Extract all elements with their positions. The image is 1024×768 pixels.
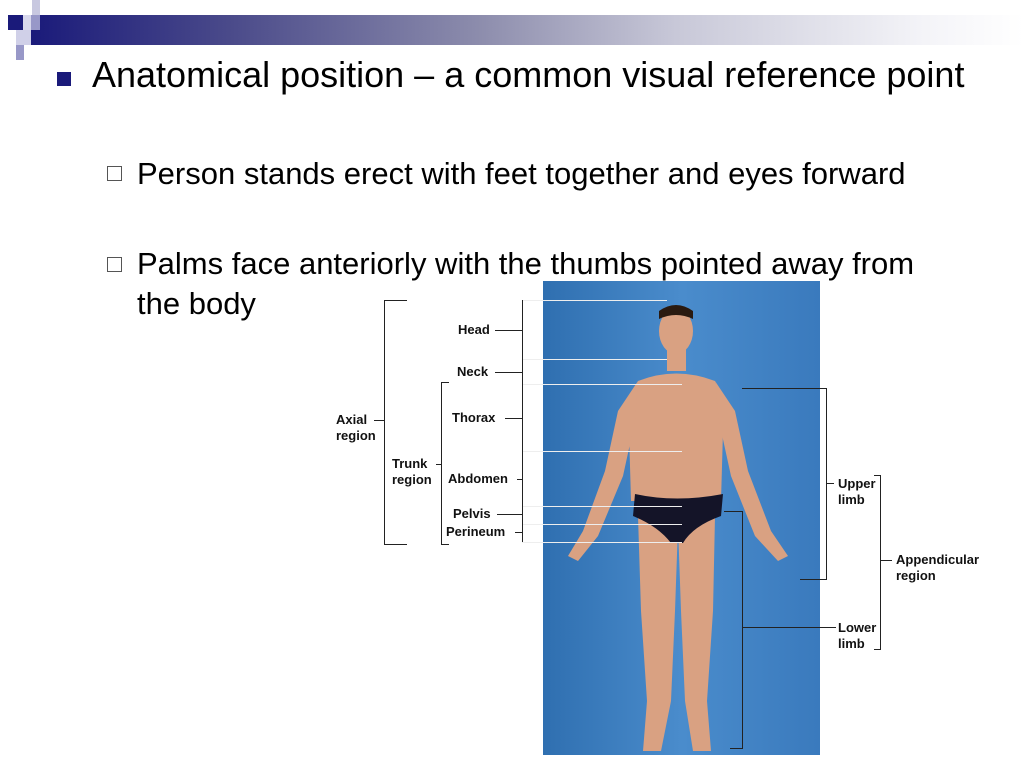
bracket-tick	[874, 475, 881, 476]
label-line: region	[896, 568, 936, 583]
label-pelvis: Pelvis	[453, 506, 491, 521]
leader-line	[515, 532, 522, 533]
decor-square	[8, 15, 23, 30]
sub-bullet-1: Person stands erect with feet together a…	[137, 156, 906, 191]
label-head: Head	[458, 322, 490, 337]
leader-line	[495, 372, 522, 373]
bracket-tick	[826, 483, 834, 484]
bracket-tick	[384, 544, 407, 545]
trunk-bracket	[441, 382, 442, 544]
bracket-tick	[441, 382, 449, 383]
bracket-tick	[730, 748, 743, 749]
leader-line	[505, 418, 522, 419]
label-line: Lower	[838, 620, 877, 635]
label-line: Axial	[336, 412, 368, 427]
label-line: limb	[838, 636, 865, 651]
checkbox-bullet-icon	[107, 166, 122, 181]
decor-square	[16, 45, 24, 60]
leader-line	[522, 359, 667, 360]
decor-square	[32, 0, 40, 15]
bracket-line	[522, 300, 523, 542]
leader-line	[522, 542, 682, 543]
leader-line	[497, 514, 522, 515]
decor-square	[16, 30, 31, 45]
bracket-tick	[374, 420, 384, 421]
human-figure	[568, 305, 788, 751]
checkbox-bullet-icon	[107, 257, 122, 272]
bracket-tick	[742, 388, 826, 389]
label-line: region	[392, 472, 432, 487]
leader-line	[495, 330, 522, 331]
axial-bracket	[384, 300, 385, 544]
leader-line	[522, 384, 682, 385]
bracket-tick	[724, 511, 743, 512]
leader-line	[522, 524, 682, 525]
label-abdomen: Abdomen	[448, 471, 508, 486]
leader-line	[522, 506, 682, 507]
label-line: Appendicular	[896, 552, 980, 567]
label-line: limb	[838, 492, 865, 507]
label-thorax: Thorax	[452, 410, 496, 425]
bracket-tick	[384, 300, 407, 301]
bracket-tick	[436, 464, 441, 465]
label-line: region	[336, 428, 376, 443]
lower-limb-bracket	[742, 511, 743, 748]
label-perineum: Perineum	[446, 524, 506, 539]
leader-line	[522, 300, 667, 301]
bracket-tick	[800, 579, 827, 580]
bracket-tick	[874, 649, 881, 650]
appendicular-bracket	[880, 475, 881, 649]
bullet-square-icon	[57, 72, 71, 86]
bracket-tick	[441, 544, 449, 545]
leader-line	[517, 479, 522, 480]
decor-square	[31, 15, 40, 30]
label-line: Upper	[838, 476, 876, 491]
sub-bullet-2: Palms face anteriorly with the thumbs po…	[137, 246, 915, 321]
label-line: Trunk	[392, 456, 428, 471]
leader-line	[522, 451, 682, 452]
leader-line	[742, 627, 836, 628]
decor-square	[23, 15, 31, 30]
header-gradient-bar	[30, 15, 1024, 45]
bullet-main: Anatomical position – a common visual re…	[92, 54, 965, 95]
bracket-tick	[880, 560, 892, 561]
label-neck: Neck	[457, 364, 489, 379]
anatomical-photo	[543, 281, 820, 755]
